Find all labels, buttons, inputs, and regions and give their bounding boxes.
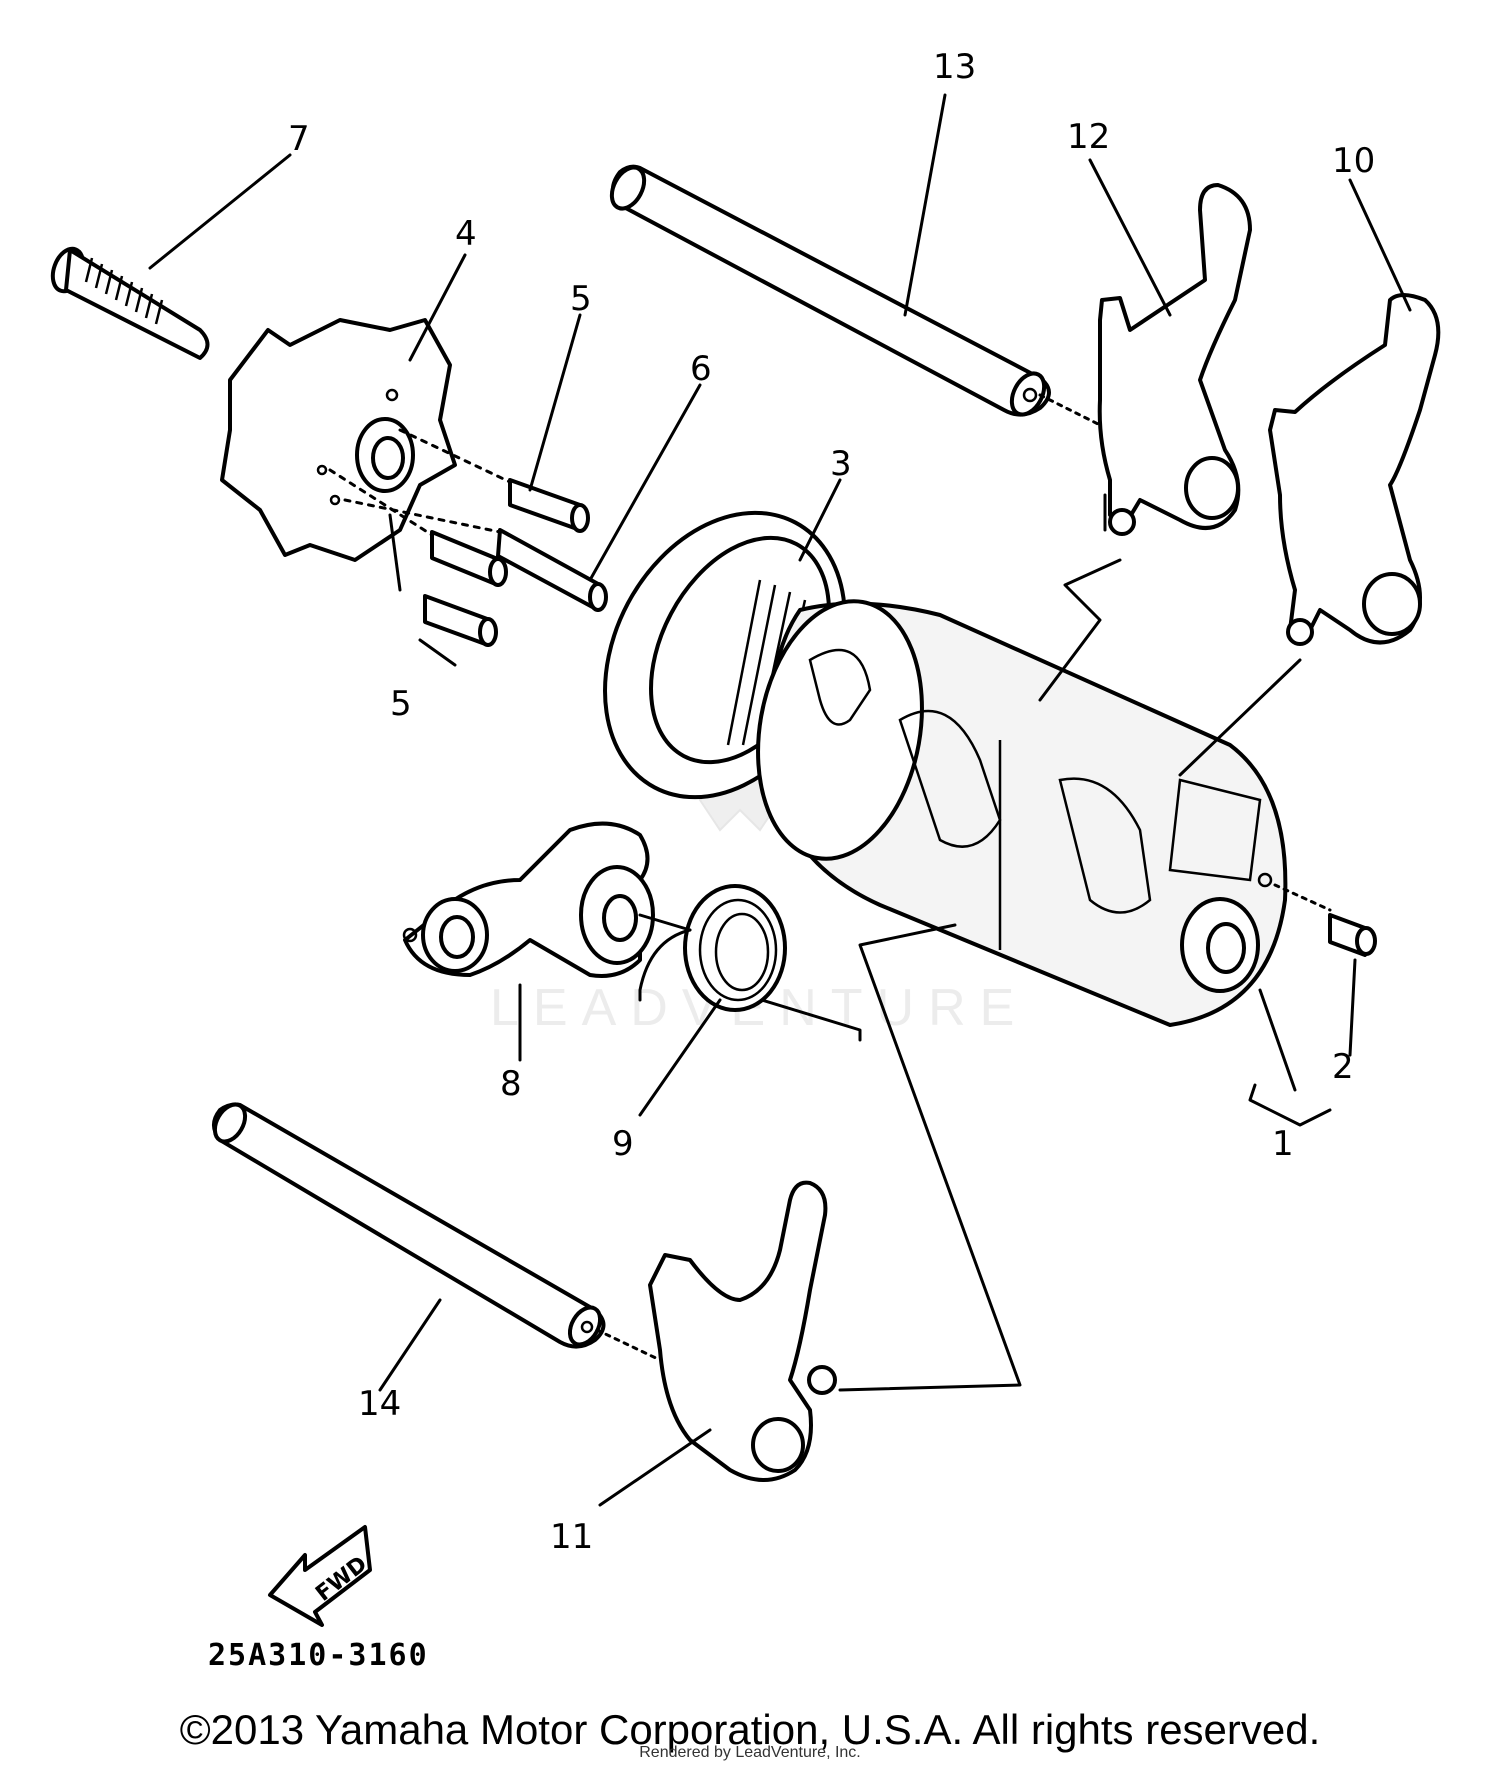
callout-2: 2: [1332, 1047, 1354, 1087]
part-1-shift-drum: [756, 599, 1332, 1027]
callout-5-lower: 5: [390, 684, 412, 724]
callout-10: 10: [1332, 141, 1375, 181]
part-13-shift-fork-guide-bar: [609, 164, 1102, 427]
copyright-notice: ©2013 Yamaha Motor Corporation, U.S.A. A…: [179, 1706, 1321, 1753]
pin-5-leader-connector: [388, 513, 402, 592]
callout-14: 14: [358, 1384, 401, 1424]
callout-8: 8: [500, 1064, 522, 1104]
callout-7: 7: [288, 119, 310, 159]
fwd-arrow-icon: FWD: [268, 1525, 372, 1627]
callout-4: 4: [455, 214, 477, 254]
callout-5-upper: 5: [570, 279, 592, 319]
callout-11: 11: [550, 1517, 593, 1557]
part-10-shift-fork: [1268, 293, 1441, 646]
part-6-pin: [496, 528, 608, 612]
callout-1: 1: [1272, 1124, 1294, 1164]
callout-3: 3: [830, 444, 852, 484]
callout-9: 9: [612, 1124, 634, 1164]
part-5-dowel-pins: [423, 478, 590, 647]
leader-lines: [148, 93, 1412, 1507]
part-2-pin: [1328, 913, 1377, 957]
callout-13: 13: [933, 47, 976, 87]
diagram-code: 25A310-3160: [208, 1638, 429, 1673]
rendered-by-note: Rendered by LeadVenture, Inc.: [639, 1744, 861, 1761]
part-4-segment: [220, 318, 457, 562]
callout-labels: 1 2 3 4 5 5 6 7 8 9 10 11 12 13 14: [288, 47, 1375, 1557]
part-9-spring: [638, 884, 862, 1042]
part-7-bolt: [50, 246, 210, 360]
part-8-stopper-lever: [402, 821, 655, 978]
callout-12: 12: [1067, 117, 1110, 157]
part-12-shift-fork: [1097, 183, 1252, 536]
part-14-shift-fork-guide-bar: [212, 1102, 662, 1362]
part-11-shift-fork: [648, 1180, 837, 1482]
callout-6: 6: [690, 349, 712, 389]
pin-guide-lines: [328, 428, 512, 537]
